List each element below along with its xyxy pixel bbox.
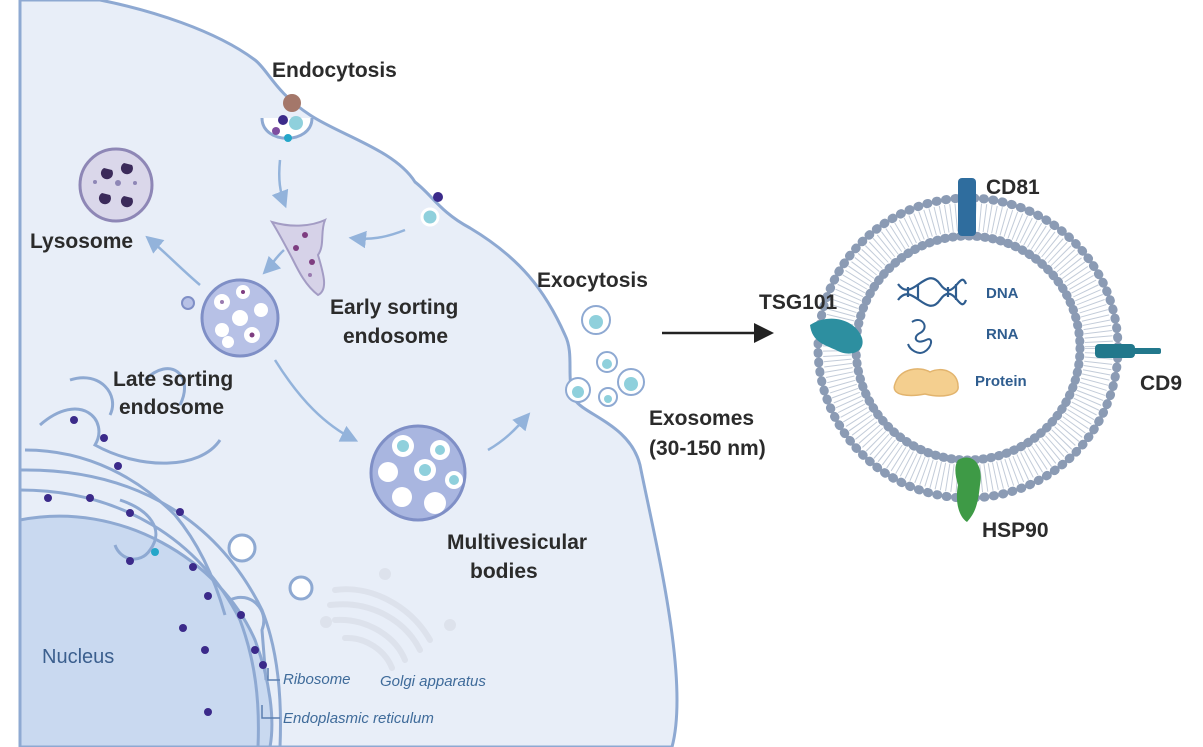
lysosome-label: Lysosome xyxy=(30,230,133,253)
late-sorting-label-line2: endosome xyxy=(119,396,224,419)
endocytosis-pit xyxy=(260,94,314,142)
early-sorting-label-line2: endosome xyxy=(343,325,448,348)
lysosome xyxy=(78,147,154,223)
endocytosis-pit-2 xyxy=(420,192,443,227)
endoplasmic-reticulum xyxy=(19,367,282,747)
early-sorting-endosome xyxy=(269,218,327,297)
dna-icon xyxy=(897,277,968,307)
endocytosis-label: Endocytosis xyxy=(272,59,397,82)
cd9-protein xyxy=(1095,344,1161,358)
exocytosis-vesicles xyxy=(565,305,645,407)
mvb-label-line1: Multivesicular xyxy=(447,531,587,554)
nucleus-label: Nucleus xyxy=(42,646,114,668)
ribosome-cyan xyxy=(151,548,159,556)
multivesicular-body xyxy=(369,424,467,522)
late-sorting-endosome xyxy=(181,278,280,358)
mvb-label-line2: bodies xyxy=(470,560,538,583)
cd81-protein xyxy=(958,178,976,236)
pathway-arrows xyxy=(145,159,531,452)
er-label: Endoplasmic reticulum xyxy=(283,710,434,727)
protein-icon xyxy=(893,368,959,397)
tsg101-label: TSG101 xyxy=(759,291,838,314)
protein-label: Protein xyxy=(975,373,1027,390)
early-sorting-label-line1: Early sorting xyxy=(330,296,458,319)
exosomes-label-line1: Exosomes xyxy=(649,407,754,430)
exosomes-label-line2: (30-150 nm) xyxy=(649,437,766,460)
er-vesicle xyxy=(288,575,314,601)
golgi-apparatus xyxy=(320,568,456,671)
nucleus xyxy=(18,514,274,747)
rna-icon xyxy=(907,319,932,354)
ribosomes xyxy=(44,416,267,716)
late-sorting-label-line1: Late sorting xyxy=(113,368,233,391)
leader-lines xyxy=(261,668,280,719)
dna-label: DNA xyxy=(986,285,1019,302)
golgi-label: Golgi apparatus xyxy=(380,673,486,690)
er-vesicle xyxy=(227,533,257,563)
rna-label: RNA xyxy=(986,326,1019,343)
cd81-label: CD81 xyxy=(986,176,1040,199)
hsp90-label: HSP90 xyxy=(982,519,1049,542)
ribosome-label: Ribosome xyxy=(283,671,351,688)
hsp90-protein xyxy=(955,457,981,522)
exocytosis-label: Exocytosis xyxy=(537,269,648,292)
cd9-label: CD9 xyxy=(1140,372,1182,395)
tsg101-protein xyxy=(810,318,863,354)
